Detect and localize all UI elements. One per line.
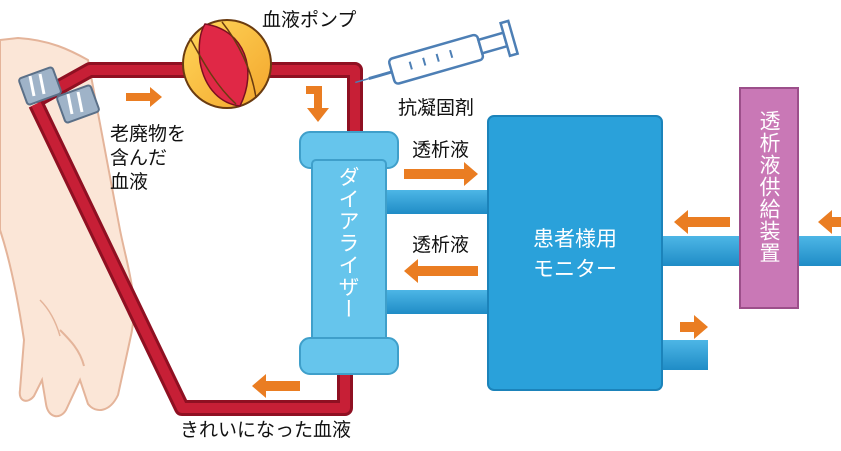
arrow-left-icon — [818, 210, 841, 234]
arrow-left-icon — [252, 374, 300, 398]
needle-tape — [18, 66, 100, 124]
arrow-down-icon — [306, 86, 329, 122]
dialyzer — [299, 131, 399, 375]
waste-blood-label-line3: 血液 — [110, 171, 149, 193]
supply-device-label: 透析液供給装置 — [757, 110, 781, 264]
patient-arm — [0, 36, 135, 418]
dialysate-out-label: 透析液 — [412, 234, 470, 256]
monitor-label-line2: モニター — [533, 257, 617, 281]
dialysate-in-label: 透析液 — [412, 139, 470, 161]
blood-pump — [182, 19, 272, 109]
monitor-label-line1: 患者様用 — [533, 227, 617, 251]
blood-pump-label: 血液ポンプ — [262, 9, 357, 31]
patient-monitor — [487, 115, 663, 391]
dialysate-supply-device — [739, 87, 799, 309]
waste-blood-label-line1: 老廃物を — [110, 123, 187, 145]
arrow-right-icon — [404, 162, 478, 186]
dialyzer-label: ダイアライザー — [336, 166, 360, 320]
anticoagulant-label: 抗凝固剤 — [398, 97, 475, 119]
arrow-left-icon — [674, 210, 730, 234]
arrow-right-icon — [126, 87, 162, 107]
waste-blood-label-line2: 含んだ — [110, 147, 168, 169]
arrow-right-icon — [680, 315, 708, 339]
syringe-icon — [355, 19, 520, 85]
flow-arrows — [126, 86, 841, 398]
arrow-left-icon — [404, 259, 478, 283]
clean-blood-label: きれいになった血液 — [180, 419, 352, 441]
